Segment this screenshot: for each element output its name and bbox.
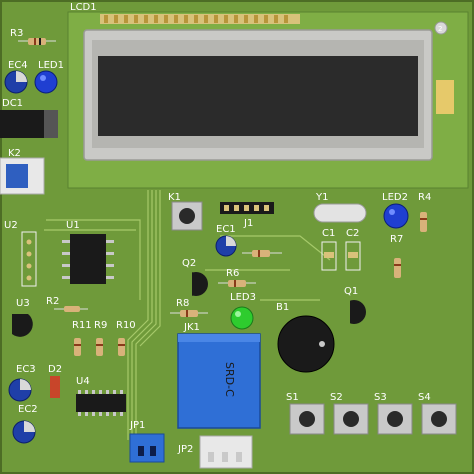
ec2-capacitor: EC2 — [12, 404, 38, 444]
svg-text:EC2: EC2 — [18, 404, 38, 415]
svg-text:JP1: JP1 — [129, 420, 145, 431]
button-s4: S4 — [418, 392, 457, 435]
lcd-screen — [98, 56, 418, 136]
r7-resistor: R7 — [390, 234, 403, 278]
svg-text:K1: K1 — [168, 192, 181, 203]
lcd-header-strip — [100, 14, 300, 24]
svg-text:JK1: JK1 — [183, 322, 200, 333]
svg-text:C1: C1 — [322, 228, 335, 239]
svg-text:D2: D2 — [48, 364, 62, 375]
svg-text:R3: R3 — [10, 28, 23, 39]
lcd-module: 2 LCD1 — [67, 2, 469, 189]
relay-model-text: SRD-C — [223, 362, 236, 397]
svg-text:S2: S2 — [330, 392, 343, 403]
svg-text:EC3: EC3 — [16, 364, 36, 375]
k2-switch: K2 — [0, 148, 45, 195]
q1-transistor: Q1 — [342, 286, 366, 324]
r4-resistor: R4 — [418, 192, 431, 232]
svg-text:DC1: DC1 — [2, 98, 23, 109]
svg-text:U3: U3 — [16, 298, 30, 309]
vertical-resistors: R11 R9 R10 — [72, 320, 136, 356]
svg-text:R10: R10 — [116, 320, 136, 331]
svg-text:R4: R4 — [418, 192, 431, 203]
svg-text:R8: R8 — [176, 298, 189, 309]
jk1-relay: JK1 SRD-C — [177, 322, 261, 429]
c1-c2-capacitors: C1 C2 — [321, 228, 361, 271]
r2-resistor: R2 — [46, 296, 88, 312]
svg-text:S3: S3 — [374, 392, 387, 403]
pcb-traces — [44, 190, 331, 440]
ec4-capacitor: EC4 — [4, 60, 28, 94]
svg-text:J1: J1 — [243, 218, 253, 229]
r6-resistor: R6 — [218, 268, 256, 287]
button-s2: S2 — [330, 392, 369, 435]
d2-diode: D2 — [48, 364, 62, 398]
svg-text:R6: R6 — [226, 268, 239, 279]
svg-text:B1: B1 — [276, 302, 289, 313]
b1-buzzer: B1 — [276, 302, 335, 373]
j1-header: J1 — [220, 202, 274, 229]
svg-text:U1: U1 — [66, 220, 80, 231]
lcd-mount-hole — [434, 21, 448, 35]
svg-text:LED3: LED3 — [230, 292, 256, 303]
svg-text:EC4: EC4 — [8, 60, 28, 71]
svg-text:R2: R2 — [46, 296, 59, 307]
svg-text:Q1: Q1 — [344, 286, 358, 297]
lcd-pin-mark: 2 — [438, 25, 442, 33]
svg-text:R7: R7 — [390, 234, 403, 245]
u4-chip: U4 — [76, 376, 126, 416]
led2: LED2 — [382, 192, 409, 229]
lcd-backlight-tab — [436, 80, 454, 114]
jp1-connector: JP1 — [129, 420, 165, 463]
led1: LED1 — [34, 60, 64, 94]
svg-text:S4: S4 — [418, 392, 431, 403]
svg-text:U4: U4 — [76, 376, 90, 387]
svg-text:LED1: LED1 — [38, 60, 64, 71]
ec3-capacitor: EC3 — [8, 364, 36, 402]
svg-text:R9: R9 — [94, 320, 107, 331]
jp2-connector: JP2 — [177, 435, 253, 469]
u2-header: U2 — [4, 220, 37, 287]
svg-text:K2: K2 — [8, 148, 21, 159]
u1-chip: U1 — [62, 220, 114, 284]
y1-crystal: Y1 — [313, 192, 367, 223]
svg-text:R11: R11 — [72, 320, 92, 331]
k1-button: K1 — [168, 192, 203, 231]
q2-transistor: Q2 — [182, 258, 208, 296]
ec1-capacitor: EC1 — [215, 224, 237, 257]
svg-text:Y1: Y1 — [315, 192, 328, 203]
svg-text:EC1: EC1 — [216, 224, 236, 235]
svg-text:JP2: JP2 — [177, 444, 193, 455]
svg-text:C2: C2 — [346, 228, 359, 239]
dc1-jack: DC1 — [0, 98, 58, 138]
button-s1: S1 — [286, 392, 325, 435]
svg-text:LED2: LED2 — [382, 192, 408, 203]
led3: LED3 — [230, 292, 256, 330]
svg-text:U2: U2 — [4, 220, 18, 231]
u3-regulator: U3 — [12, 298, 33, 337]
r8-resistor: R8 — [170, 298, 208, 317]
r3-resistor: R3 — [10, 28, 56, 45]
r5-resistor — [242, 250, 282, 257]
svg-text:S1: S1 — [286, 392, 299, 403]
lcd-label: LCD1 — [70, 2, 97, 13]
button-s3: S3 — [374, 392, 413, 435]
svg-text:Q2: Q2 — [182, 258, 196, 269]
lcd-header-pins — [104, 15, 288, 23]
